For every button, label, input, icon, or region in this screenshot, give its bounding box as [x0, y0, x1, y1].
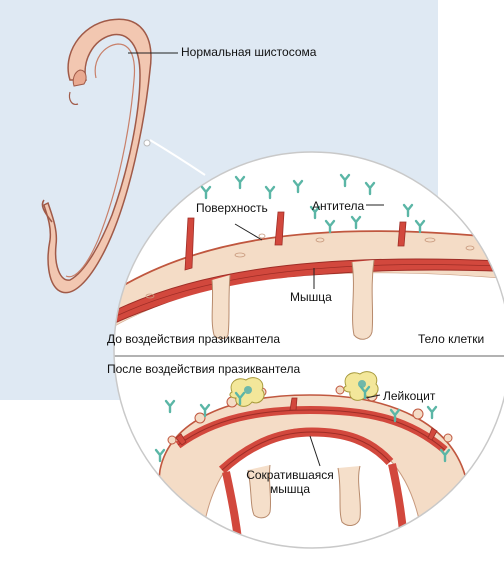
label-leukocyte: Лейкоцит [383, 389, 436, 403]
label-before: До воздействия празиквантела [107, 332, 281, 346]
label-contracted-muscle-line1: Сократившаяся [246, 468, 334, 482]
schistosome-worm [41, 18, 152, 294]
label-after: После воздействия празиквантела [107, 362, 301, 376]
magnifier-outline [113, 151, 504, 549]
label-contracted-muscle: Сократившаяся мышца [238, 468, 342, 496]
label-antibodies: Антитела [312, 199, 365, 213]
label-cell-body: Тело клетки [418, 332, 485, 346]
label-lines [234, 204, 384, 467]
label-surface: Поверхность [196, 201, 268, 215]
leukocyte-icon [229, 377, 265, 407]
label-contracted-muscle-line2: мышца [269, 482, 311, 496]
magnified-view [114, 152, 504, 548]
label-muscle: Мышца [290, 290, 332, 304]
label-normal-schistosome: Нормальная шистосома [181, 45, 317, 59]
